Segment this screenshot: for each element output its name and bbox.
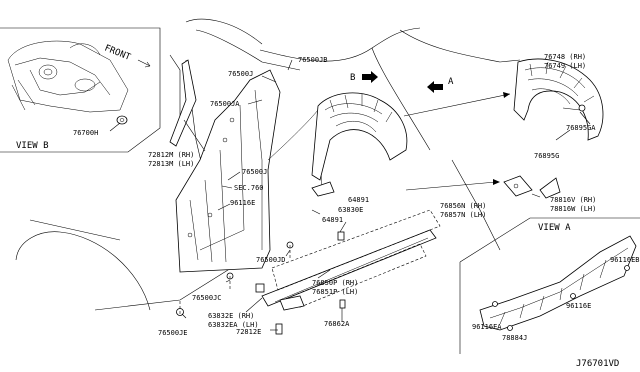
label-76500J-mid: 76500J [242, 168, 267, 176]
label-76500JC: 76500JC [192, 294, 222, 302]
label-76749: 76749 (LH) [544, 62, 586, 70]
side-sill-cover [176, 209, 441, 335]
label-76500JA: 76500JA [210, 100, 240, 108]
label-96116E-a: 96116E [566, 302, 591, 310]
label-96116EA: 96116EA [472, 323, 502, 331]
view-b-inset: FRONT 76700H VIEW B [0, 27, 161, 153]
view-b-caption: VIEW B [16, 141, 49, 151]
pillar-inner-panel [169, 59, 323, 273]
front-label: FRONT [103, 44, 132, 64]
label-96116EB: 96116EB [610, 256, 640, 264]
label-76895G: 76895G [534, 152, 559, 160]
label-96116E: 96116E [230, 199, 255, 207]
label-76857N: 76857N (LH) [440, 211, 486, 219]
leader-lines [181, 59, 581, 331]
label-76895GA: 76895GA [566, 124, 596, 132]
label-78884J: 78884J [502, 334, 527, 342]
view-a-caption: VIEW A [538, 223, 571, 233]
label-76851P: 76851P (LH) [312, 288, 358, 296]
label-76500JD: 76500JD [256, 256, 286, 264]
label-sec760: SEC.760 [234, 184, 264, 192]
label-64891-b: 64891 [322, 216, 343, 224]
label-64891-a: 64891 [348, 196, 369, 204]
label-76850P: 76850P (RH) [312, 279, 358, 287]
label-63832E: 63832E (RH) [208, 312, 254, 320]
label-76856N: 76856N (RH) [440, 202, 486, 210]
diagram-code: J76701VD [576, 359, 619, 369]
label-72813M: 72813M (LH) [148, 160, 194, 168]
bracket-parts [503, 175, 561, 199]
wheelhouse-liner-main [311, 92, 408, 197]
label-76500J-top: 76500J [228, 70, 253, 78]
part-labels: B A 76500JB 76500J 76500JA 72812M (RH) 7… [148, 53, 619, 369]
label-63830E: 63830E [338, 206, 363, 214]
label-76500JB: 76500JB [298, 56, 328, 64]
label-76700H: 76700H [73, 129, 98, 137]
arrow-b-label: B [350, 73, 355, 83]
rear-liner-detail [513, 58, 604, 141]
arrow-a-label: A [448, 77, 454, 87]
label-78816W: 78816W (LH) [550, 205, 596, 213]
label-72812M: 72812M (RH) [148, 151, 194, 159]
label-78816V: 78816V (RH) [550, 196, 596, 204]
label-76500JE: 76500JE [158, 329, 188, 337]
label-76748: 76748 (RH) [544, 53, 586, 61]
view-a-inset: VIEW A 96116EB 96116E 96116EA 78884J [459, 217, 640, 354]
label-76862A: 76862A [324, 320, 350, 328]
label-63832EA: 63832EA (LH) [208, 321, 259, 329]
label-72812E: 72812E [236, 328, 261, 336]
